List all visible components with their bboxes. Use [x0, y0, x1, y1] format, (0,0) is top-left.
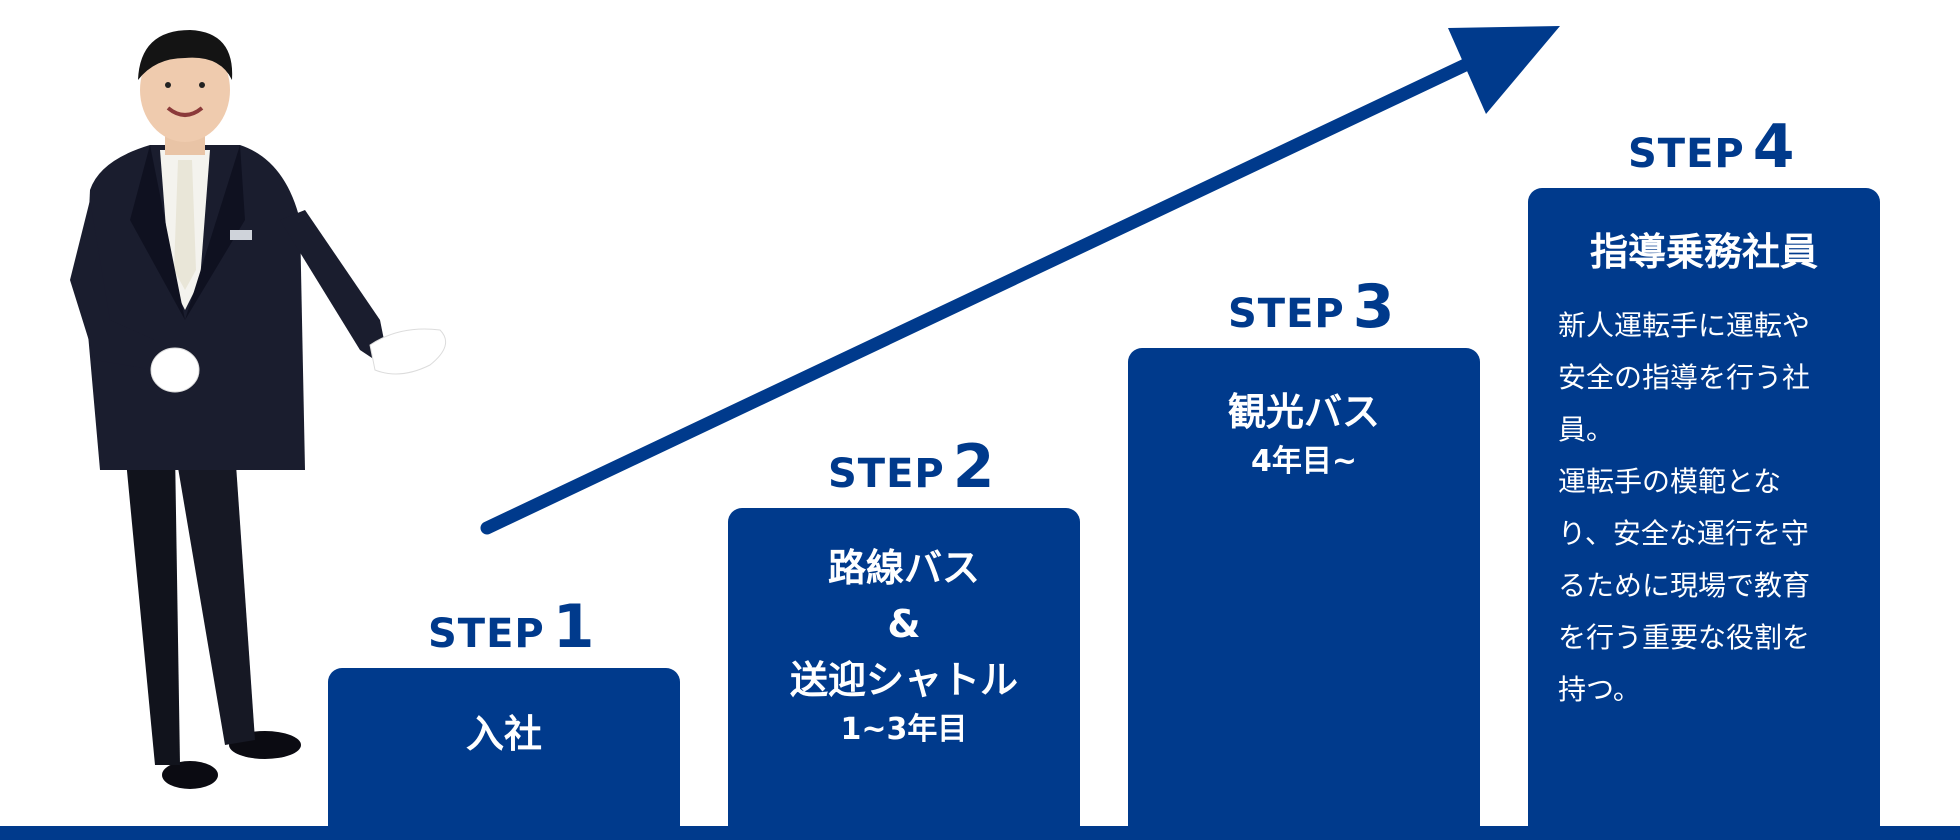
- step-4-number: 4: [1752, 112, 1795, 182]
- step-4-label: STEP 4: [1628, 112, 1794, 182]
- step-3-title: 観光バス: [1227, 390, 1380, 434]
- step-2-box: 路線バス & 送迎シャトル 1~3年目: [728, 508, 1080, 826]
- step-2-title-amp: &: [887, 602, 921, 646]
- step-3-number: 3: [1352, 272, 1395, 342]
- step-1-title: 入社: [465, 712, 542, 756]
- step-1-number: 1: [552, 592, 595, 662]
- step-4-box: 指導乗務社員 新人運転手に運転や 安全の指導を行う社 員。 運転手の模範とな り…: [1528, 188, 1880, 826]
- step-4-title: 指導乗務社員: [1589, 230, 1818, 274]
- step-1-box: 入社: [328, 668, 680, 826]
- step-2-word: STEP: [828, 451, 945, 497]
- step-4-desc-line: を行う重要な役割を: [1558, 621, 1811, 654]
- step-4-description: 新人運転手に運転や 安全の指導を行う社 員。 運転手の模範とな り、安全な運行を…: [1528, 300, 1880, 716]
- baseline-bar: [0, 826, 1960, 840]
- step-2-title: 路線バス: [827, 546, 980, 590]
- step-4-desc-line: 安全の指導を行う社: [1558, 361, 1811, 394]
- step-4-desc-line: 員。: [1558, 413, 1615, 446]
- step-3-label: STEP 3: [1228, 272, 1394, 342]
- step-1-label: STEP 1: [428, 592, 594, 662]
- step-4-desc-line: 持つ。: [1558, 673, 1641, 706]
- guide-person-illustration: [70, 30, 447, 789]
- step-4-desc-line: 運転手の模範とな: [1558, 465, 1782, 498]
- step-4-desc-line: り、安全な運行を守: [1558, 517, 1809, 550]
- step-2-title-shuttle: 送迎シャトル: [789, 658, 1018, 702]
- step-3-box: 観光バス 4年目~: [1128, 348, 1480, 826]
- step-2-label: STEP 2: [828, 432, 994, 502]
- step-2-subtitle: 1~3年目: [840, 712, 968, 747]
- step-4-word: STEP: [1628, 131, 1745, 177]
- step-1-word: STEP: [428, 611, 545, 657]
- step-3-subtitle: 4年目~: [1250, 444, 1357, 479]
- step-4-desc-line: 新人運転手に運転や: [1558, 309, 1811, 342]
- step-3-word: STEP: [1228, 291, 1345, 337]
- step-2-number: 2: [952, 432, 995, 502]
- step-4-desc-line: るために現場で教育: [1558, 569, 1811, 602]
